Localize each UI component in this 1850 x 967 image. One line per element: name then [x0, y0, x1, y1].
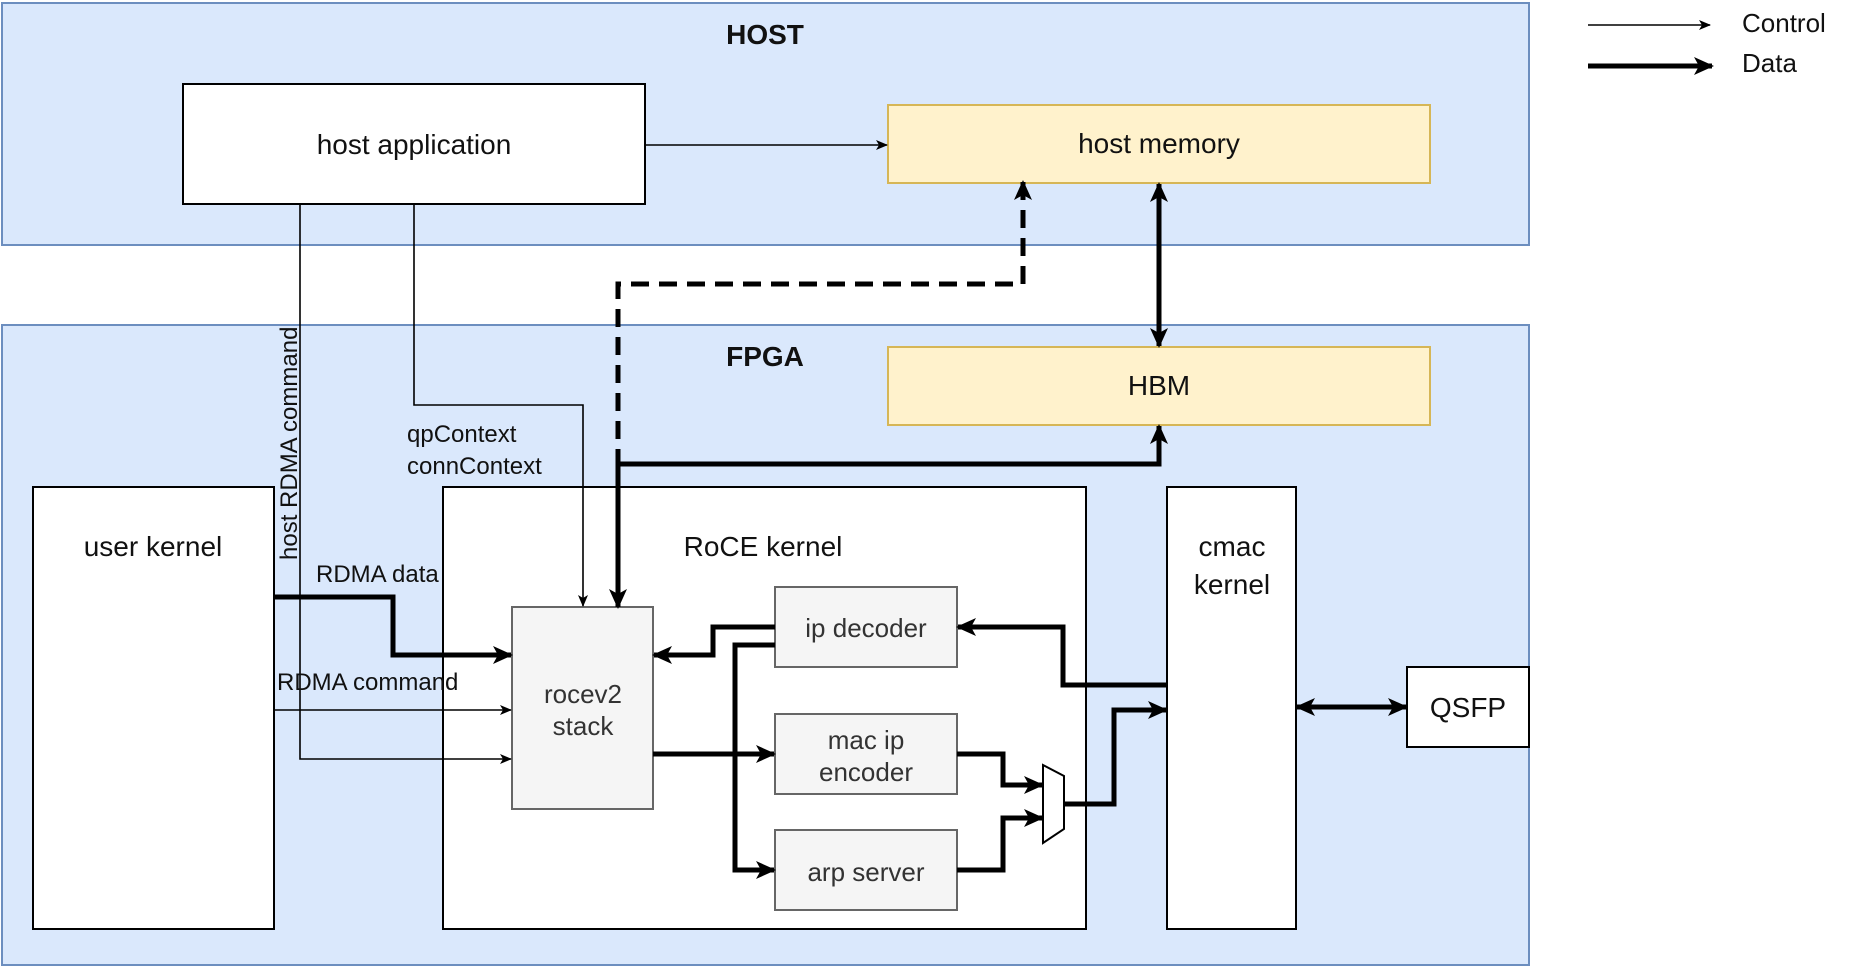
host-application-label: host application: [317, 129, 512, 160]
arrow-mux-to-cmac: [1064, 701, 1168, 807]
host-memory-block: [887, 104, 1431, 184]
legend-control-label: Control: [1742, 8, 1826, 38]
arp-server-label: arp server: [807, 857, 924, 887]
arrow-rocev2-to-hbm: [615, 424, 1168, 607]
mac-ip-encoder-label-line1: mac ip: [828, 725, 905, 755]
rocev2-stack-label-line1: rocev2: [544, 679, 622, 709]
arrow-host-app-to-rocev2-context: [413, 204, 588, 607]
mac-ip-encoder-label-line2: encoder: [819, 757, 913, 787]
rdma-data-label: RDMA data: [316, 561, 439, 588]
cmac-kernel-block: [1166, 486, 1297, 930]
qp-context-label: qpContext: [407, 421, 517, 448]
roce-kernel-label: RoCE kernel: [684, 531, 843, 562]
rocev2-stack-block: [511, 606, 654, 810]
arrow-rdma-data: [274, 594, 513, 664]
rdma-command-label: RDMA command: [277, 669, 458, 696]
cmac-kernel-label-line1: cmac: [1199, 531, 1266, 562]
rocev2-stack-label-line2: stack: [553, 711, 615, 741]
user-kernel-label: user kernel: [84, 531, 223, 562]
ip-decoder-label: ip decoder: [805, 613, 927, 643]
host-memory-label: host memory: [1078, 128, 1240, 159]
arrow-ip-decoder-to-rocev2: [652, 624, 775, 664]
qsfp-block: [1406, 666, 1530, 748]
host-region-title: HOST: [726, 19, 804, 50]
output-mux: [1042, 763, 1065, 845]
conn-context-label: connContext: [407, 453, 542, 480]
cmac-kernel-label-line2: kernel: [1194, 569, 1270, 600]
arrow-host-rdma-command: [299, 204, 512, 764]
fpga-region-title: FPGA: [726, 341, 804, 372]
mac-ip-encoder-block: [774, 713, 958, 795]
legend: Control Data: [1588, 8, 1826, 78]
qsfp-label: QSFP: [1430, 692, 1506, 723]
host-application-block: [182, 83, 646, 205]
arrow-arp-server-to-mux: [957, 809, 1044, 873]
arrow-ip-decoder-to-arp-server: [732, 642, 776, 879]
arrow-cmac-to-ip-decoder: [956, 618, 1167, 688]
hbm-label: HBM: [1128, 370, 1190, 401]
arrow-mac-ip-encoder-to-mux: [957, 751, 1044, 794]
host-rdma-command-label: host RDMA command: [276, 327, 303, 560]
user-kernel-block: [32, 486, 275, 930]
legend-data-label: Data: [1742, 48, 1797, 78]
